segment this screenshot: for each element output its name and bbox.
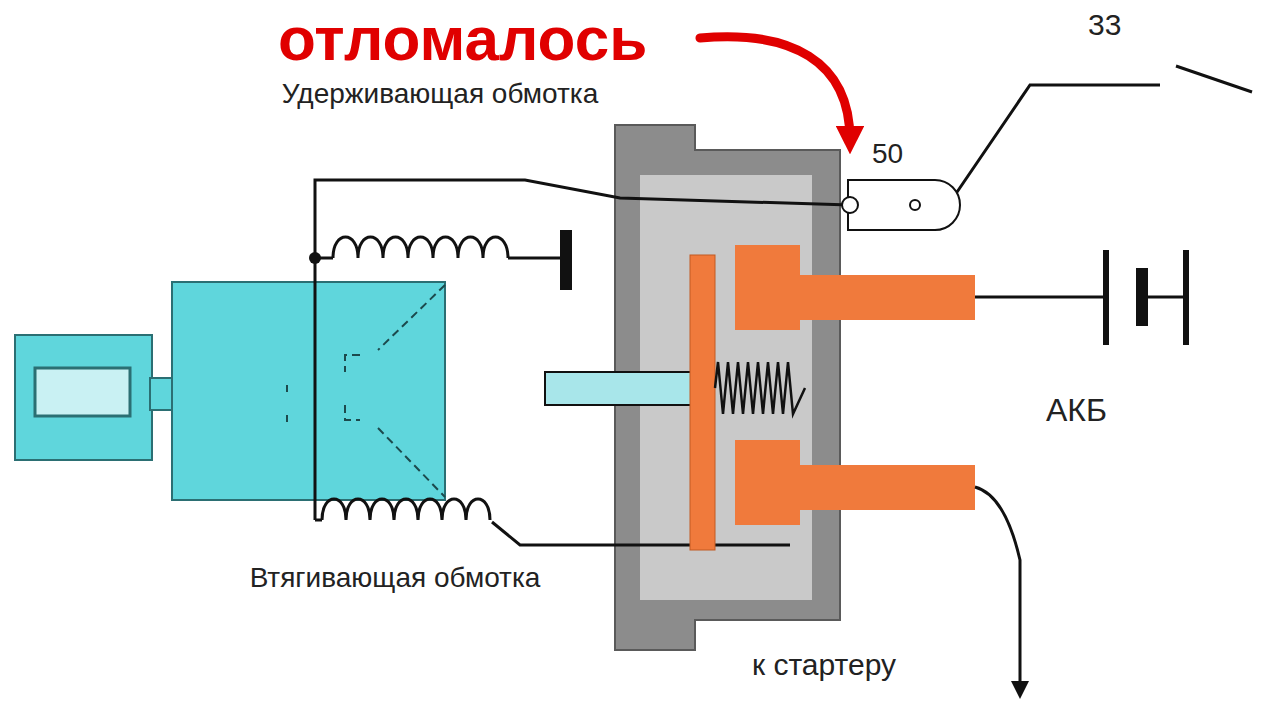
lug-hole xyxy=(910,200,920,210)
winding-label: Втягивающая обмотка xyxy=(248,560,542,595)
starter-drive xyxy=(15,335,152,460)
terminal-lug xyxy=(848,180,960,230)
terminal-screw xyxy=(842,197,858,213)
output-arrow xyxy=(975,487,1020,690)
wiring xyxy=(315,66,1252,545)
switch-number: 33 xyxy=(1088,6,1121,44)
winding-label: Удерживающая обмотка xyxy=(275,76,605,111)
motor-internal-lines xyxy=(345,285,445,497)
battery-plate xyxy=(1103,250,1109,345)
plunger-rod xyxy=(545,372,692,405)
coil-winding xyxy=(333,237,508,258)
junction-dot xyxy=(309,252,321,264)
drive-shaft xyxy=(150,378,174,410)
upper-contact xyxy=(735,245,800,330)
output-label: к стартеру xyxy=(752,646,896,684)
battery-plate xyxy=(1136,268,1148,326)
callout-arrow xyxy=(700,37,850,140)
windings xyxy=(322,237,508,520)
coil-winding xyxy=(322,499,490,520)
callout-note: отломалось xyxy=(278,0,647,78)
ground-symbol xyxy=(560,230,572,290)
battery-terminal xyxy=(795,275,975,320)
spring-coil xyxy=(715,362,805,414)
starter-motor xyxy=(172,282,445,500)
return-spring xyxy=(715,362,805,414)
terminal-number: 50 xyxy=(872,136,903,171)
starter-terminal xyxy=(795,465,975,510)
moving-contact xyxy=(690,255,715,550)
lower-contact xyxy=(735,440,800,525)
motor-marks xyxy=(286,385,288,422)
battery-plate xyxy=(1183,250,1189,345)
drive-window xyxy=(35,368,130,416)
battery-label: АКБ xyxy=(1046,390,1107,430)
